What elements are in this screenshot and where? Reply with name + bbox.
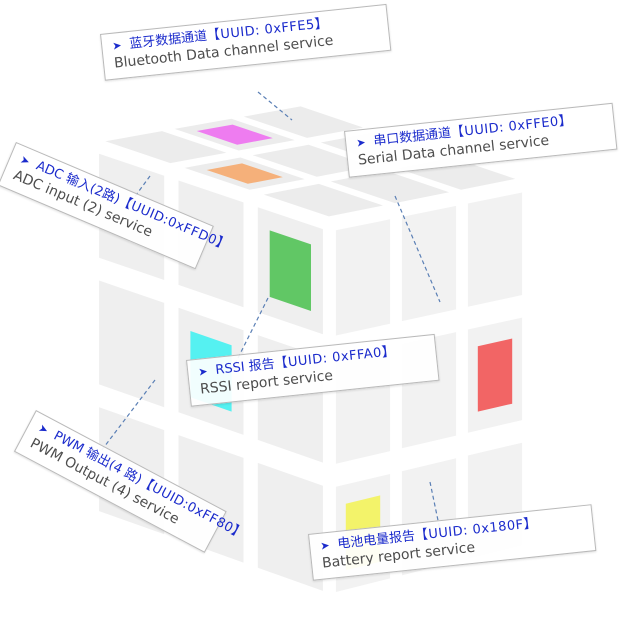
- sticker-rssi: [269, 230, 311, 311]
- top-cell: [105, 131, 227, 164]
- arrowhead-icon: ➤: [197, 364, 209, 379]
- arrowhead-icon: ➤: [18, 152, 32, 169]
- left-cell: [178, 180, 244, 308]
- leader-line: [394, 195, 441, 303]
- arrowhead-icon: ➤: [36, 421, 51, 438]
- left-cell: [99, 280, 165, 408]
- right-cell: [401, 205, 457, 322]
- top-cell: [252, 144, 372, 177]
- sticker-adc: [206, 163, 283, 184]
- leader-line: [97, 379, 156, 456]
- top-cell: [263, 183, 383, 217]
- top-cell: [243, 106, 363, 138]
- left-cell: [257, 462, 323, 591]
- leader-line: [257, 91, 293, 121]
- right-cell: [335, 219, 391, 336]
- top-cell: [330, 170, 450, 204]
- arrowhead-icon: ➤: [319, 538, 331, 553]
- leader-line: [429, 481, 441, 531]
- arrowhead-icon: ➤: [355, 135, 367, 150]
- sticker-serial: [477, 338, 513, 412]
- right-cell: [467, 192, 523, 307]
- sticker-bluetooth: [196, 124, 273, 145]
- arrowhead-icon: ➤: [111, 38, 123, 53]
